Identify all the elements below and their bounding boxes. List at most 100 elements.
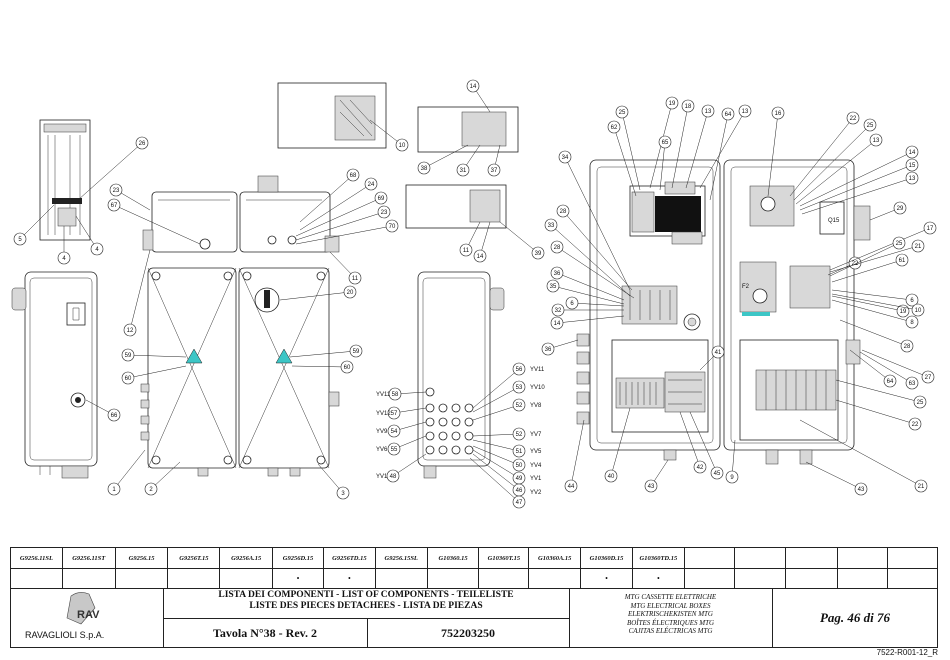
applicability-cell	[479, 568, 530, 588]
applicability-cell	[63, 568, 116, 588]
svg-text:46: 46	[516, 488, 523, 494]
applicability-cell	[838, 568, 889, 588]
svg-text:70: 70	[389, 224, 396, 230]
svg-text:60: 60	[344, 365, 351, 371]
svg-text:43: 43	[648, 484, 655, 490]
svg-text:18: 18	[685, 104, 692, 110]
svg-text:6: 6	[570, 301, 574, 307]
svg-text:23: 23	[381, 210, 388, 216]
model-code-cell: G10360TD.15	[633, 548, 685, 568]
svg-text:39: 39	[535, 251, 542, 257]
svg-text:36: 36	[545, 347, 552, 353]
model-code-cell	[786, 548, 839, 568]
drawing-id-row: Tavola N°38 - Rev. 2 752203250	[163, 618, 569, 648]
svg-text:YV9: YV9	[376, 429, 388, 435]
svg-text:26: 26	[139, 141, 146, 147]
callouts-top-details: 14 10 38 31 37 11 14 39	[369, 79, 545, 263]
svg-text:14: 14	[470, 84, 477, 90]
svg-text:4: 4	[62, 256, 66, 262]
callouts-right: 19 18 13 13 64 16 22 25 13 15 14 13	[541, 96, 937, 496]
svg-text:28: 28	[554, 245, 561, 251]
component-list-box: LISTA DEI COMPONENTI - LIST OF COMPONENT…	[163, 588, 570, 648]
applicability-cell	[116, 568, 169, 588]
applicability-cell	[220, 568, 274, 588]
svg-text:15: 15	[909, 163, 916, 169]
svg-text:13: 13	[742, 109, 749, 115]
applicability-cell: •	[581, 568, 633, 588]
svg-text:YV5: YV5	[530, 449, 542, 455]
applicability-cell: •	[633, 568, 685, 588]
svg-text:25: 25	[619, 110, 626, 116]
svg-text:11: 11	[352, 276, 359, 282]
svg-text:YV2: YV2	[530, 490, 542, 496]
svg-text:RAV: RAV	[77, 609, 100, 621]
svg-text:14: 14	[909, 150, 916, 156]
svg-text:66: 66	[111, 413, 118, 419]
svg-text:24: 24	[368, 182, 375, 188]
svg-text:YV7: YV7	[530, 432, 542, 438]
applicability-cell	[428, 568, 480, 588]
svg-text:19: 19	[669, 101, 676, 107]
svg-text:41: 41	[715, 350, 722, 356]
svg-text:21: 21	[915, 244, 922, 250]
svg-text:59: 59	[125, 353, 132, 359]
svg-text:25: 25	[896, 241, 903, 247]
enclosure-open-interior	[576, 159, 871, 465]
applicability-cell	[888, 568, 937, 588]
company-name: RAVAGLIOLI S.p.A.	[25, 630, 105, 640]
company-logo: RAV	[66, 592, 100, 625]
svg-text:13: 13	[909, 176, 916, 182]
svg-text:51: 51	[516, 449, 523, 455]
svg-text:38: 38	[421, 166, 428, 172]
svg-text:23: 23	[113, 188, 120, 194]
applicability-cell: •	[324, 568, 376, 588]
svg-text:YV12: YV12	[376, 411, 391, 417]
svg-text:33: 33	[548, 223, 555, 229]
model-code-cell: G9256TD.15	[324, 548, 376, 568]
svg-text:14: 14	[554, 321, 561, 327]
svg-text:43: 43	[858, 487, 865, 493]
enclosure-side-view-middle	[417, 271, 505, 479]
svg-text:YV4: YV4	[530, 463, 542, 469]
svg-text:55: 55	[391, 447, 398, 453]
svg-text:50: 50	[516, 463, 523, 469]
svg-text:F2: F2	[742, 284, 750, 290]
svg-text:5: 5	[18, 237, 22, 243]
svg-text:22: 22	[912, 422, 919, 428]
svg-text:36: 36	[554, 271, 561, 277]
svg-text:YV8: YV8	[530, 403, 542, 409]
svg-text:17: 17	[927, 226, 934, 232]
svg-text:28: 28	[904, 344, 911, 350]
applicability-cell	[11, 568, 63, 588]
enclosure-front-view	[140, 175, 340, 477]
svg-text:64: 64	[887, 379, 894, 385]
model-code-cell: G10360D.15	[581, 548, 633, 568]
svg-text:YV1: YV1	[376, 474, 388, 480]
drawing-code: 752203250	[441, 626, 495, 640]
model-code-cell: G10360.15	[428, 548, 480, 568]
svg-text:32: 32	[555, 308, 562, 314]
model-code-cell	[685, 548, 735, 568]
model-code-cell: G9256.15	[116, 548, 169, 568]
svg-text:YV11: YV11	[376, 392, 391, 398]
svg-text:49: 49	[516, 476, 523, 482]
svg-text:11: 11	[463, 248, 470, 254]
svg-text:21: 21	[918, 484, 925, 490]
svg-text:56: 56	[516, 367, 523, 373]
svg-text:YV6: YV6	[376, 447, 388, 453]
model-code-cell: G9256D.15	[273, 548, 324, 568]
model-code-cell: G10360T.15	[479, 548, 530, 568]
svg-text:59: 59	[353, 349, 360, 355]
svg-text:31: 31	[460, 168, 467, 174]
svg-text:13: 13	[873, 138, 880, 144]
enclosure-side-view-left	[11, 271, 98, 479]
applicability-cell	[168, 568, 221, 588]
technical-drawing: 26 23 67 68 24 69 23 70 11 12 20 59	[11, 79, 937, 509]
svg-text:68: 68	[350, 173, 357, 179]
model-code-cell	[838, 548, 889, 568]
svg-text:YV10: YV10	[530, 385, 545, 391]
svg-text:19: 19	[900, 309, 907, 315]
callouts-middle: 56 53 52 52 51 50 49 46 47 48 58 57	[376, 362, 545, 509]
svg-text:64: 64	[725, 112, 732, 118]
table-revision: Tavola N°38 - Rev. 2	[163, 619, 368, 648]
